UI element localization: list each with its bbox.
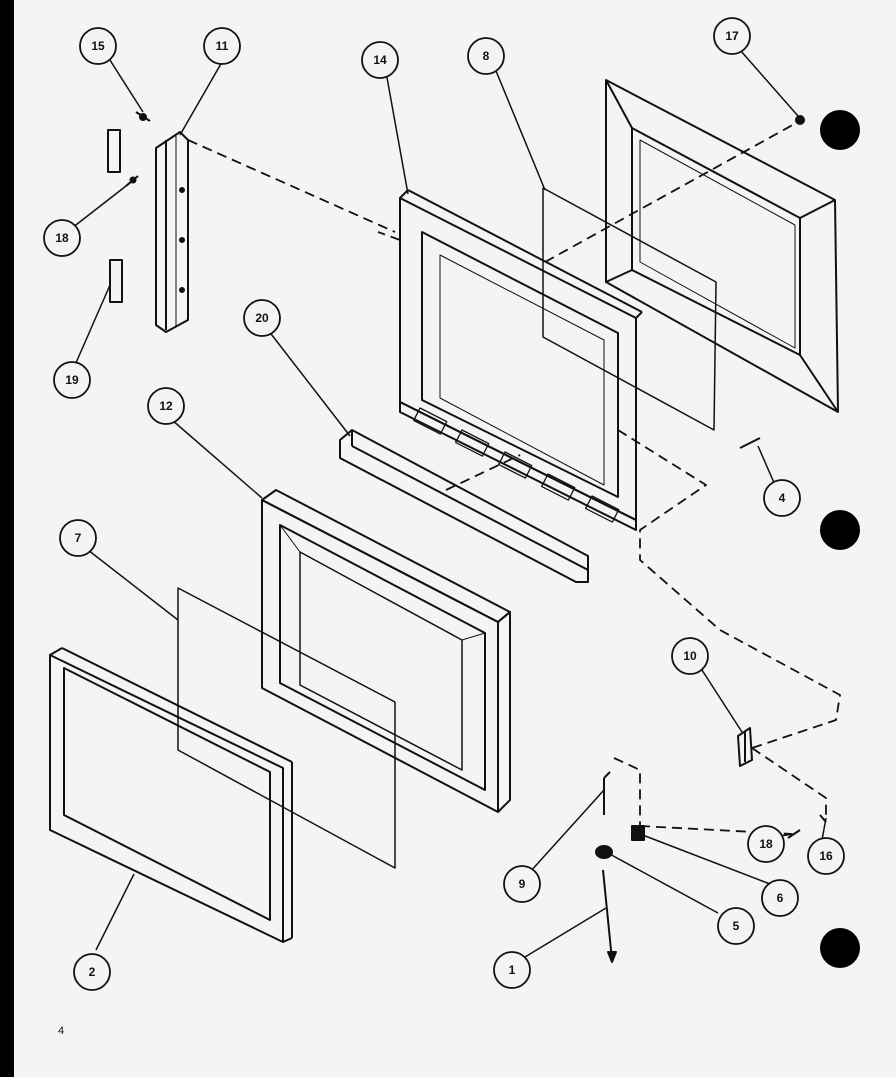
callout-17: 5 (717, 907, 755, 945)
callout-9: 7 (59, 519, 97, 557)
paper-sheet (14, 0, 896, 1077)
callout-circle (807, 837, 845, 875)
callout-4: 17 (713, 17, 751, 55)
screw-top (135, 111, 151, 122)
callout-11: 2 (73, 953, 111, 991)
callout-circle (147, 387, 185, 425)
callout-14: 18 (747, 825, 785, 863)
callout-circle (713, 17, 751, 55)
callout-label: 8 (483, 49, 490, 63)
callout-label: 6 (777, 891, 784, 905)
callout-label: 19 (65, 373, 79, 387)
outer-door-frame (605, 79, 839, 413)
callout-label: 18 (759, 837, 773, 851)
screw-mid (739, 437, 761, 449)
binder-hole-top (820, 110, 860, 150)
glass-panel-rear (542, 187, 717, 431)
leader-lines (71, 49, 827, 961)
callout-label: 7 (75, 531, 82, 545)
callout-label: 4 (779, 491, 786, 505)
callout-circle (43, 219, 81, 257)
middle-door-frame (261, 489, 511, 813)
callout-label: 14 (373, 53, 387, 67)
callout-label: 20 (255, 311, 269, 325)
callout-label: 15 (91, 39, 105, 53)
callout-0: 15 (79, 27, 117, 65)
callout-13: 9 (503, 865, 541, 903)
spacer-lower (109, 259, 123, 303)
callout-circle (671, 637, 709, 675)
page-mark: 4 (58, 1025, 65, 1037)
callout-circle (717, 907, 755, 945)
callout-circle (467, 37, 505, 75)
callout-label: 9 (519, 877, 526, 891)
callout-label: 5 (733, 919, 740, 933)
callout-12: 10 (671, 637, 709, 675)
callout-label: 16 (819, 849, 833, 863)
callout-circle (747, 825, 785, 863)
callout-circle (763, 479, 801, 517)
spacer-upper (107, 129, 121, 173)
trim-strip (339, 429, 589, 583)
screw-left (125, 175, 139, 187)
callout-7: 20 (243, 299, 281, 337)
front-trim-frame (49, 647, 293, 943)
callout-group: 15 11 14 8 17 18 19 20 12 7 4 2 10 9 18 6 16 5 1 (43, 17, 845, 991)
hinge-bracket (155, 131, 189, 333)
callout-circle (79, 27, 117, 65)
callout-label: 10 (683, 649, 697, 663)
callout-1: 11 (203, 27, 241, 65)
callout-circle (73, 953, 111, 991)
hinge-pin (603, 771, 611, 815)
callout-5: 18 (43, 219, 81, 257)
callout-circle (503, 865, 541, 903)
binder-hole-bottom (820, 928, 860, 968)
callout-18: 1 (493, 951, 531, 989)
callout-2: 14 (361, 41, 399, 79)
callout-label: 1 (509, 963, 516, 977)
bushing (631, 825, 645, 841)
callout-label: 11 (216, 39, 229, 53)
callout-15: 6 (761, 879, 799, 917)
callout-16: 16 (807, 837, 845, 875)
assembly-lines (187, 121, 841, 835)
callout-circle (59, 519, 97, 557)
callout-circle (361, 41, 399, 79)
callout-6: 19 (53, 361, 91, 399)
glass-panel-front (177, 587, 396, 869)
callout-label: 2 (89, 965, 96, 979)
callout-8: 12 (147, 387, 185, 425)
callout-circle (203, 27, 241, 65)
callout-circle (53, 361, 91, 399)
binder-hole-middle (820, 510, 860, 550)
inner-door-frame (399, 189, 643, 531)
callout-label: 17 (725, 29, 739, 43)
washer (595, 845, 613, 859)
callout-circle (493, 951, 531, 989)
hinge-plate (737, 727, 753, 767)
callout-circle (761, 879, 799, 917)
callout-10: 4 (763, 479, 801, 517)
callout-label: 18 (55, 231, 69, 245)
callout-label: 12 (159, 399, 173, 413)
callout-circle (243, 299, 281, 337)
spring-rod (602, 869, 617, 963)
callout-3: 8 (467, 37, 505, 75)
